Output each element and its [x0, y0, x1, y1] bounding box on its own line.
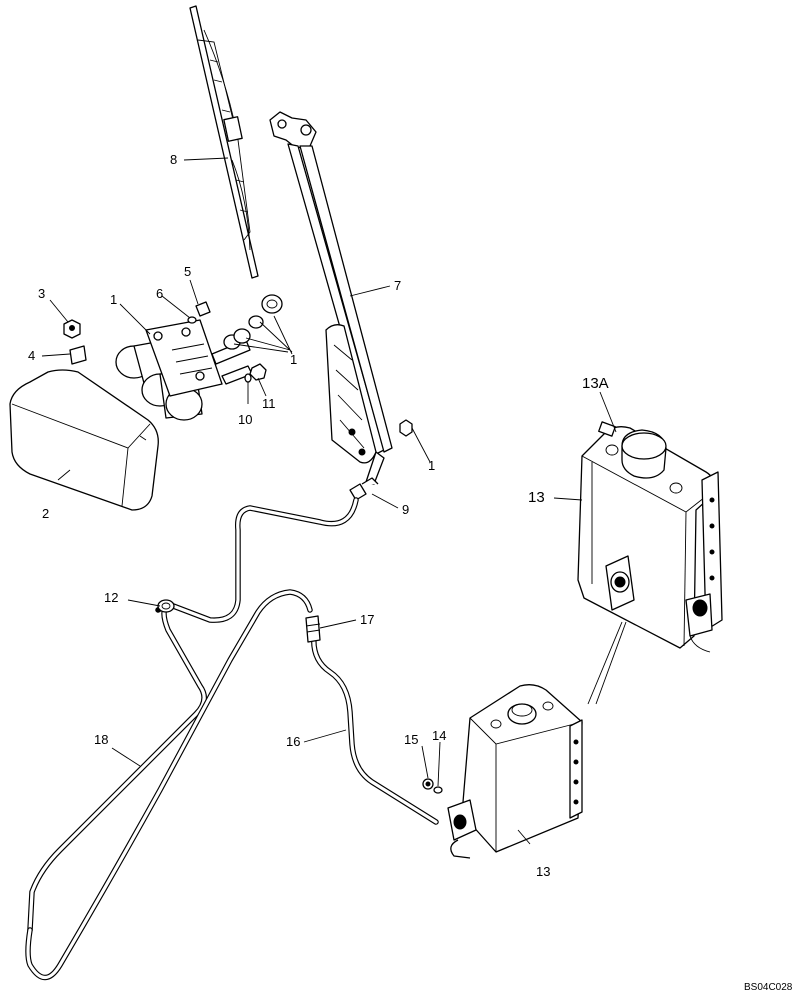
nut-icon — [63, 319, 81, 339]
callout-13: 13 — [528, 489, 545, 506]
bolt-icon — [195, 301, 211, 317]
callout-1: 1 — [428, 458, 435, 473]
hose-icon — [311, 633, 439, 825]
callout-16: 16 — [286, 734, 300, 749]
callout-1: 1 — [290, 352, 297, 367]
wiper-arm-icon — [269, 111, 393, 485]
callout-15: 15 — [404, 732, 418, 747]
callout-7: 7 — [394, 278, 401, 293]
tee-connector-icon — [157, 599, 175, 613]
callout-10: 10 — [238, 412, 252, 427]
clip-icon — [69, 345, 87, 365]
nozzle-icon — [349, 477, 379, 501]
drawing-code: BS04C028 — [744, 982, 793, 993]
wiper-blade-icon — [189, 5, 259, 279]
callout-3: 3 — [38, 286, 45, 301]
callout-6: 6 — [156, 286, 163, 301]
callout-12: 12 — [104, 590, 118, 605]
hose-icon — [25, 589, 313, 981]
motor-cover-icon — [9, 369, 159, 511]
callout-9: 9 — [402, 502, 409, 517]
reservoir-icon — [447, 684, 583, 859]
wiper-motor-kit-icon — [115, 294, 283, 421]
washer-icon — [187, 316, 197, 324]
washer-icon — [244, 373, 252, 383]
cap-icon — [621, 429, 667, 479]
callout-4: 4 — [28, 348, 35, 363]
callout-14: 14 — [432, 728, 446, 743]
callout-13: 13 — [536, 864, 550, 879]
hose-icon — [27, 497, 359, 933]
nut-icon — [249, 363, 267, 381]
reservoir-icon — [577, 421, 723, 653]
callout-2: 2 — [42, 506, 49, 521]
callout-13a: 13A — [582, 375, 609, 392]
nut-icon — [422, 778, 434, 790]
callout-11: 11 — [262, 396, 276, 411]
callout-17: 17 — [360, 612, 374, 627]
washer-icon — [433, 786, 443, 794]
check-valve-icon — [305, 615, 321, 643]
callout-1: 1 — [110, 292, 117, 307]
callout-8: 8 — [170, 152, 177, 167]
callout-18: 18 — [94, 732, 108, 747]
nut-icon — [399, 419, 413, 437]
callout-5: 5 — [184, 264, 191, 279]
